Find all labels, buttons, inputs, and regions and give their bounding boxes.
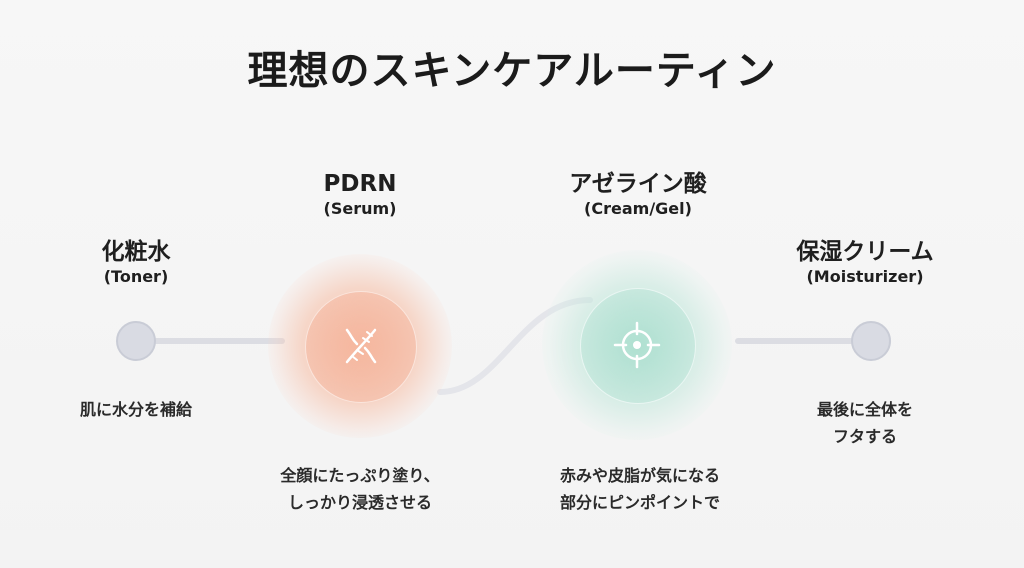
step-title: 保湿クリーム [796, 239, 934, 265]
connector-line-2 [735, 338, 855, 344]
desc-line: 肌に水分を補給 [79, 400, 192, 419]
step-desc-gel: 赤みや皮脂が気になる 部分にピンポイントで [525, 462, 755, 516]
step-subtitle: (Serum) [323, 199, 397, 218]
step-title: 化粧水 [101, 239, 171, 265]
dna-icon [337, 322, 385, 374]
step-desc-moisturizer: 最後に全体を フタする [790, 396, 940, 450]
step-label-serum: PDRN (Serum) [300, 170, 420, 220]
step-title: アゼライン酸 [569, 171, 707, 197]
step-desc-serum: 全顔にたっぷり塗り、 しっかり浸透させる [250, 462, 470, 516]
step-node-moisturizer [851, 321, 891, 361]
desc-line: 赤みや皮脂が気になる [559, 466, 720, 485]
step-subtitle: (Toner) [103, 267, 169, 286]
page-title: 理想のスキンケアルーティン [247, 48, 777, 94]
step-subtitle: (Moisturizer) [806, 267, 924, 286]
step-label-gel: アゼライン酸 (Cream/Gel) [538, 170, 738, 220]
target-crosshair-icon [613, 321, 661, 373]
desc-line: しっかり浸透させる [287, 493, 432, 512]
desc-line: 最後に全体を [816, 400, 913, 419]
desc-line: 全顔にたっぷり塗り、 [280, 466, 440, 485]
connector-line-1 [150, 338, 285, 344]
step-desc-toner: 肌に水分を補給 [46, 396, 226, 423]
step-node-toner [116, 321, 156, 361]
desc-line: 部分にピンポイントで [559, 493, 720, 512]
step-subtitle: (Cream/Gel) [584, 199, 692, 218]
step-title: PDRN [323, 171, 397, 197]
step-label-toner: 化粧水 (Toner) [66, 238, 206, 288]
desc-line: フタする [832, 427, 897, 446]
step-label-moisturizer: 保湿クリーム (Moisturizer) [780, 238, 950, 288]
